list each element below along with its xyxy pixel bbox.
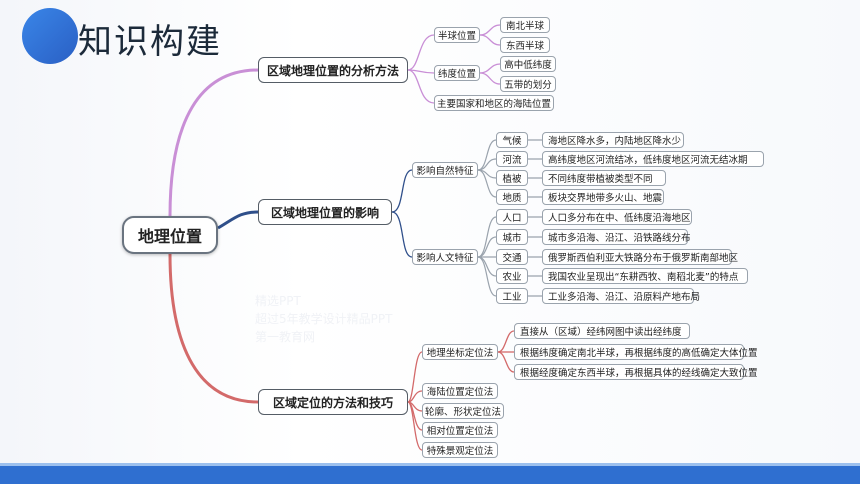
nat-value-geo: 板块交界地带多火山、地震 xyxy=(542,189,664,205)
connector-b1-halfsphere xyxy=(407,34,435,71)
b1-item-sealand: 主要国家和地区的海陆位置 xyxy=(434,95,554,111)
hum-key-agriculture: 农业 xyxy=(496,268,528,284)
connector-b3-coord xyxy=(407,351,423,403)
b1-item-latitude: 纬度位置 xyxy=(434,65,480,81)
hum-key-traffic: 交通 xyxy=(496,249,528,265)
connector-nat-climate xyxy=(477,139,497,171)
b2-group-human: 影响人文特征 xyxy=(412,249,478,265)
b2-group-natural: 影响自然特征 xyxy=(412,162,478,178)
nat-key-geo: 地质 xyxy=(496,189,528,205)
b3-item-coordinate: 地理坐标定位法 xyxy=(422,344,498,360)
b3-item-shape: 轮廓、形状定位法 xyxy=(422,403,504,419)
root-node: 地理位置 xyxy=(122,216,218,254)
branch2-node: 区域地理位置的影响 xyxy=(258,199,392,225)
connector-b1-seaLand xyxy=(407,69,435,104)
b3-item-landscape: 特殊景观定位法 xyxy=(422,442,498,458)
hum-value-traffic: 俄罗斯西伯利亚大铁路分布于俄罗斯南部地区 xyxy=(542,249,738,265)
b3-item-sealand: 海陆位置定位法 xyxy=(422,383,498,399)
watermark-line: 第一教育网 xyxy=(255,330,316,344)
nat-value-climate: 海地区降水多，内陆地区降水少 xyxy=(542,132,684,148)
footer-accent-line xyxy=(0,463,860,466)
connector-nat-river xyxy=(477,158,497,171)
connector-hum-agri xyxy=(477,256,497,277)
b1-item-halfsphere: 半球位置 xyxy=(434,27,480,43)
nat-key-climate: 气候 xyxy=(496,132,528,148)
connector-root-branch3 xyxy=(168,253,259,404)
branch1-node: 区域地理位置的分析方法 xyxy=(258,57,408,83)
hum-key-population: 人口 xyxy=(496,209,528,225)
leaf-links xyxy=(528,139,542,297)
hum-key-city: 城市 xyxy=(496,229,528,245)
watermark-line: 精选PPT xyxy=(255,294,301,308)
footer-band xyxy=(0,466,860,484)
connector-coord-3 xyxy=(497,351,515,373)
connector-root-branch2 xyxy=(217,210,259,230)
connector-b1-zones xyxy=(479,72,501,85)
hum-key-industry: 工业 xyxy=(496,288,528,304)
b1-leaf-zones: 五带的划分 xyxy=(500,76,556,92)
nat-key-river: 河流 xyxy=(496,151,528,167)
hum-value-city: 城市多沿海、沿江、沿铁路线分布 xyxy=(542,229,691,245)
b1-leaf-ns: 南北半球 xyxy=(500,17,550,33)
connector-b2-natural xyxy=(391,169,413,213)
watermark: 精选PPT 超过5年教学设计精品PPT 第一教育网 xyxy=(255,292,392,346)
watermark-line: 超过5年教学设计精品PPT xyxy=(255,312,393,326)
hum-value-population: 人口多分布在中、低纬度沿海地区 xyxy=(542,209,692,225)
connector-b3-landscape xyxy=(407,401,423,451)
connector-b1-hml xyxy=(479,63,501,74)
connector-hum-city xyxy=(477,236,497,258)
title-decoration-circle xyxy=(22,8,78,64)
hum-value-industry: 工业多沿海、沿江、沿原料产地布局 xyxy=(542,288,700,304)
b3-leaf-coord-3: 根据经度确定东西半球，再根据具体的经线确定大致位置 xyxy=(514,364,758,380)
b3-leaf-coord-1: 直接从（区域）经纬网图中读出经纬度 xyxy=(514,323,690,339)
hum-value-agriculture: 我国农业呈现出“东耕西牧、南稻北麦”的特点 xyxy=(542,268,748,284)
connector-hum-ind xyxy=(477,256,497,297)
connector-b1-n-s xyxy=(479,24,501,36)
b3-leaf-coord-2: 根据纬度确定南北半球，再根据纬度的高低确定大体位置 xyxy=(514,344,758,360)
connector-hum-pop xyxy=(477,216,497,258)
connector-root-branch1 xyxy=(168,68,259,217)
nat-value-veg: 不同纬度带植被类型不同 xyxy=(542,170,666,186)
connector-coord-1 xyxy=(497,330,515,353)
page-title: 知识构建 xyxy=(78,22,222,62)
b1-leaf-ew: 东西半球 xyxy=(500,37,550,53)
connector-b1-e-w xyxy=(479,34,501,46)
b1-leaf-hml: 高中低纬度 xyxy=(500,56,556,72)
b3-item-relative: 相对位置定位法 xyxy=(422,422,498,438)
branch3-node: 区域定位的方法和技巧 xyxy=(258,389,408,415)
connector-b2-human xyxy=(391,211,413,258)
nat-key-veg: 植被 xyxy=(496,170,528,186)
nat-value-river: 高纬度地区河流结冰，低纬度地区河流无结冰期 xyxy=(542,151,764,167)
connector-nat-geo xyxy=(477,169,497,198)
